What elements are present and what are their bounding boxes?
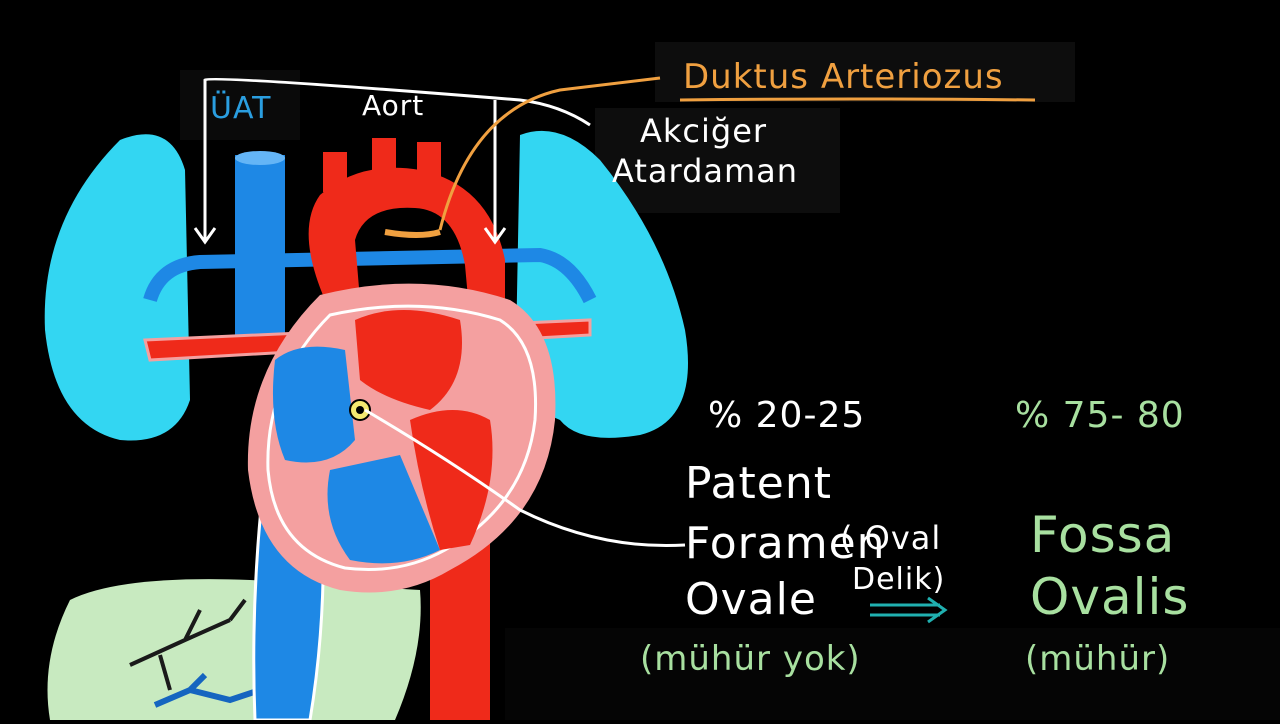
left-ventricle	[410, 410, 493, 550]
superior-vena-cava	[235, 155, 285, 350]
label-ovale: Ovale	[685, 574, 817, 625]
left-lung	[44, 134, 190, 441]
double-arrow-icon	[870, 596, 948, 624]
duktus-underline	[679, 97, 1036, 102]
right-lung	[515, 130, 688, 438]
duktus-pointer	[438, 76, 661, 231]
label-percent-left: % 20-25	[708, 395, 866, 436]
liver-vein-branches	[153, 672, 261, 708]
label-akciger: Akciğer	[640, 112, 768, 150]
foramen-pointer	[364, 408, 686, 548]
arrow-right-lung	[483, 227, 507, 245]
svc-top	[235, 151, 285, 165]
label-oval: ( Oval	[840, 519, 942, 557]
right-ventricle	[327, 455, 440, 564]
arrow-left-lung	[193, 227, 217, 245]
aortic-arch	[308, 167, 505, 320]
liver-branches	[129, 598, 247, 691]
duktus-label-bg	[655, 42, 1075, 102]
right-atrium	[272, 346, 355, 463]
liver	[47, 579, 421, 720]
label-muhur: (mühür)	[1025, 639, 1171, 679]
label-delik: Delik)	[852, 562, 946, 597]
aorta-branch-2	[372, 138, 396, 183]
label-patent: Patent	[685, 458, 832, 509]
aorta-branch-3	[417, 142, 441, 187]
ductus-arteriosus	[384, 229, 441, 238]
akciger-label-bg	[595, 108, 840, 213]
label-atardaman: Atardaman	[612, 152, 799, 190]
label-muhur-yok: (mühür yok)	[640, 639, 861, 679]
label-duktus-arteriozus: Duktus Arteriozus	[683, 57, 1004, 97]
label-aort: Aort	[362, 89, 425, 122]
label-percent-right: % 75- 80	[1015, 395, 1185, 436]
aorta-branch-1	[323, 152, 347, 192]
label-uat: ÜAT	[210, 91, 272, 126]
pointer-bracket-left	[203, 77, 591, 240]
label-ovalis: Ovalis	[1030, 568, 1190, 626]
label-foramen: Foramen	[685, 518, 886, 569]
foramen-ovale-center	[356, 406, 364, 414]
left-atrium	[355, 310, 462, 410]
pulmonary-vessel-blue	[143, 247, 597, 304]
label-fossa: Fossa	[1030, 506, 1176, 564]
bottom-band	[505, 628, 1280, 720]
heart-inner-outline	[266, 304, 538, 571]
